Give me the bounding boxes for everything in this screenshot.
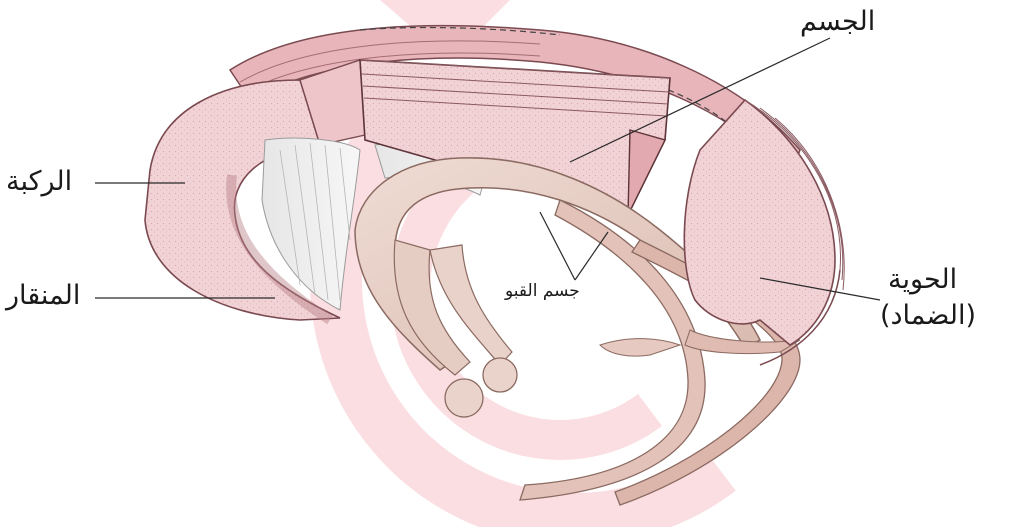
label-rostrum: المنقار: [6, 280, 80, 311]
label-fornix: الحوية: [888, 264, 957, 295]
label-body: الجسم: [800, 6, 875, 37]
label-splenium: (الضماد): [880, 300, 976, 331]
leader-fornix-body-b: [575, 232, 608, 280]
label-genu: الركبة: [6, 166, 72, 197]
label-fornix-body: جسم القبو: [505, 282, 580, 302]
